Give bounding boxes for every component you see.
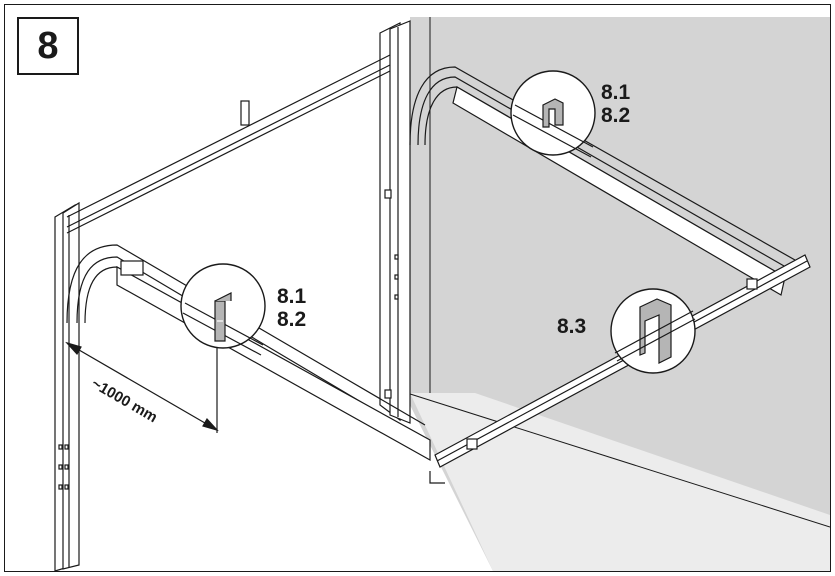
callout-label-right-top: 8.1 xyxy=(601,81,631,104)
step-number-box: 8 xyxy=(17,17,79,75)
top-cross-rail xyxy=(66,54,391,234)
callout-label-right-bottom: 8.2 xyxy=(601,104,631,127)
left-suspension-bracket xyxy=(214,292,232,342)
garage-door-track-diagram xyxy=(54,17,830,571)
zoom-circle-right xyxy=(510,70,596,156)
callout-label-left-top: 8.1 xyxy=(277,285,307,308)
right-door-post xyxy=(379,20,411,424)
callout-label-left-bottom: 8.2 xyxy=(277,308,307,331)
illustration-frame: 8 8.1 8.2 8.1 8.2 8.3 ~1000 mm xyxy=(4,4,831,572)
right-circle-track-detail xyxy=(512,104,594,158)
dimension-arrow xyxy=(65,341,219,433)
side-circle-rail-detail xyxy=(614,310,696,362)
top-rail-hanger xyxy=(240,100,250,126)
right-curved-track xyxy=(409,66,796,278)
step-number: 8 xyxy=(37,25,59,67)
zoom-circle-side xyxy=(610,288,696,374)
callout-label-side: 8.3 xyxy=(557,315,587,338)
right-suspension-bracket xyxy=(542,98,564,128)
left-door-post xyxy=(54,201,80,571)
garage-floor-wall xyxy=(410,393,830,571)
